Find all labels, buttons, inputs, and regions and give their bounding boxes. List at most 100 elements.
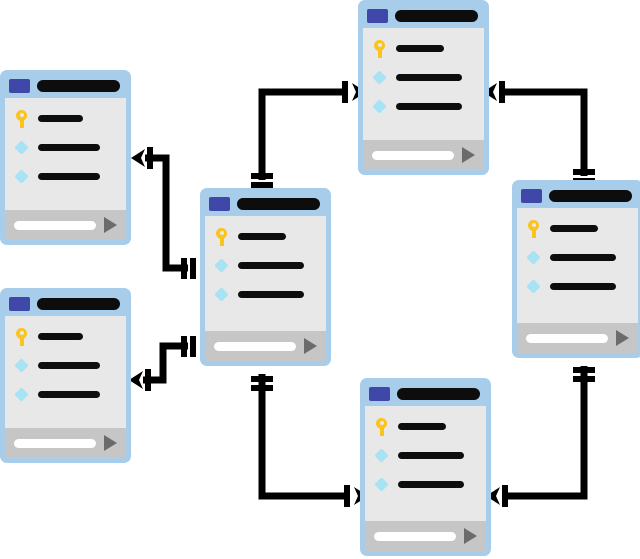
table-title-bar <box>397 388 480 400</box>
table-footer <box>365 521 486 551</box>
table-field-row[interactable] <box>375 417 476 436</box>
field-icon <box>14 139 29 157</box>
key-icon <box>15 109 28 128</box>
table-field-row[interactable] <box>14 358 116 373</box>
field-label-bar <box>38 115 83 122</box>
table-icon <box>521 189 542 203</box>
table-field-row[interactable] <box>526 249 628 267</box>
table-field-row[interactable] <box>215 227 316 246</box>
relationship-bottom-right[interactable] <box>486 366 595 507</box>
field-label-bar <box>550 283 616 290</box>
key-icon <box>15 327 28 346</box>
table-footer <box>517 323 638 353</box>
relationship-bottomleft-center[interactable] <box>129 336 196 391</box>
field-label-bar <box>398 481 464 488</box>
table-header <box>365 382 486 406</box>
table-card-bottom-left[interactable] <box>0 288 131 463</box>
table-header <box>363 4 484 28</box>
table-field-row[interactable] <box>15 327 116 346</box>
play-icon[interactable] <box>104 217 117 233</box>
play-icon[interactable] <box>616 330 629 346</box>
table-field-row[interactable] <box>526 278 628 296</box>
footer-input[interactable] <box>14 438 96 448</box>
table-footer <box>363 140 484 170</box>
field-icon <box>526 249 541 267</box>
table-field-list <box>5 98 126 210</box>
footer-input[interactable] <box>374 531 456 541</box>
table-field-row[interactable] <box>374 447 476 465</box>
field-icon <box>374 447 389 465</box>
footer-input[interactable] <box>214 341 296 351</box>
relationship-top-right[interactable] <box>483 81 595 184</box>
table-header <box>517 184 638 208</box>
footer-input[interactable] <box>526 333 608 343</box>
table-card-top-left[interactable] <box>0 70 131 245</box>
field-icon <box>214 286 229 304</box>
table-title-bar <box>37 80 120 92</box>
table-icon <box>367 9 388 23</box>
table-title-bar <box>237 198 320 210</box>
table-footer <box>5 210 126 240</box>
table-field-list <box>363 28 484 140</box>
field-label-bar <box>398 423 446 430</box>
table-header <box>5 74 126 98</box>
table-card-top[interactable] <box>358 0 489 175</box>
field-label-bar <box>38 333 83 340</box>
table-field-row[interactable] <box>14 168 116 186</box>
field-label-bar <box>38 144 100 151</box>
field-label-bar <box>396 74 462 81</box>
footer-input[interactable] <box>14 220 96 230</box>
field-label-bar <box>550 254 616 261</box>
field-icon <box>526 278 541 296</box>
table-title-bar <box>37 298 120 310</box>
table-field-row[interactable] <box>214 286 316 304</box>
table-title-bar <box>549 190 632 202</box>
relationship-topleft-center[interactable] <box>131 147 196 279</box>
table-card-center[interactable] <box>200 188 331 366</box>
relationship-center-top[interactable] <box>251 81 366 188</box>
table-card-bottom[interactable] <box>360 378 491 556</box>
table-field-row[interactable] <box>14 386 116 404</box>
table-field-list <box>365 406 486 521</box>
table-field-row[interactable] <box>372 69 474 87</box>
key-icon <box>527 219 540 238</box>
field-label-bar <box>38 362 100 369</box>
footer-input[interactable] <box>372 150 454 160</box>
field-label-bar <box>238 233 286 240</box>
table-field-row[interactable] <box>15 109 116 128</box>
field-label-bar <box>398 452 464 459</box>
field-icon <box>372 69 387 87</box>
field-label-bar <box>396 103 462 110</box>
field-icon <box>214 257 229 275</box>
field-label-bar <box>238 262 304 269</box>
play-icon[interactable] <box>464 528 477 544</box>
table-title-bar <box>395 10 478 22</box>
play-icon[interactable] <box>304 338 317 354</box>
key-icon <box>215 227 228 246</box>
table-footer <box>205 331 326 361</box>
table-field-row[interactable] <box>527 219 628 238</box>
table-field-row[interactable] <box>214 257 316 275</box>
table-card-right[interactable] <box>512 180 640 358</box>
table-footer <box>5 428 126 458</box>
field-label-bar <box>38 173 100 180</box>
table-field-list <box>205 216 326 331</box>
table-field-row[interactable] <box>374 477 476 492</box>
field-icon <box>14 168 29 186</box>
play-icon[interactable] <box>104 435 117 451</box>
table-header <box>205 192 326 216</box>
table-header <box>5 292 126 316</box>
table-field-row[interactable] <box>14 139 116 157</box>
relationship-center-bottom[interactable] <box>251 374 368 507</box>
field-icon <box>14 386 29 404</box>
key-icon <box>375 417 388 436</box>
table-field-row[interactable] <box>372 99 474 114</box>
table-field-row[interactable] <box>373 39 474 58</box>
field-label-bar <box>396 45 444 52</box>
table-icon <box>9 297 30 311</box>
field-label-bar <box>38 391 100 398</box>
table-field-list <box>5 316 126 428</box>
play-icon[interactable] <box>462 147 475 163</box>
